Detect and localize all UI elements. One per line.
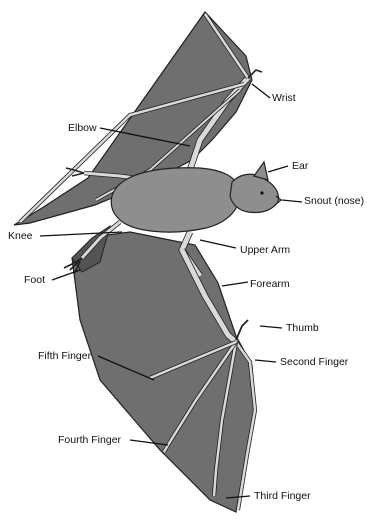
label-second-finger: Second Finger	[280, 356, 348, 368]
leader-forearm	[222, 282, 248, 286]
label-elbow: Elbow	[68, 122, 97, 134]
thumb-claw	[236, 320, 248, 340]
label-third-finger: Third Finger	[254, 490, 311, 502]
label-knee: Knee	[8, 230, 33, 242]
head	[230, 174, 279, 212]
eye	[260, 191, 263, 194]
label-thumb: Thumb	[286, 322, 319, 334]
label-ear: Ear	[292, 160, 308, 172]
label-fifth-finger: Fifth Finger	[38, 350, 91, 362]
label-upper-arm: Upper Arm	[240, 244, 290, 256]
torso	[111, 168, 240, 232]
label-foot: Foot	[24, 274, 45, 286]
leader-ear	[268, 166, 288, 172]
leader-upper-arm	[200, 240, 236, 248]
leader-snout	[282, 200, 302, 202]
leader-second-finger	[255, 360, 276, 362]
label-fourth-finger: Fourth Finger	[58, 434, 121, 446]
leader-wrist	[252, 84, 270, 98]
label-wrist: Wrist	[272, 92, 296, 104]
label-forearm: Forearm	[250, 278, 290, 290]
leader-thumb	[260, 326, 282, 328]
label-snout: Snout (nose)	[304, 195, 364, 207]
